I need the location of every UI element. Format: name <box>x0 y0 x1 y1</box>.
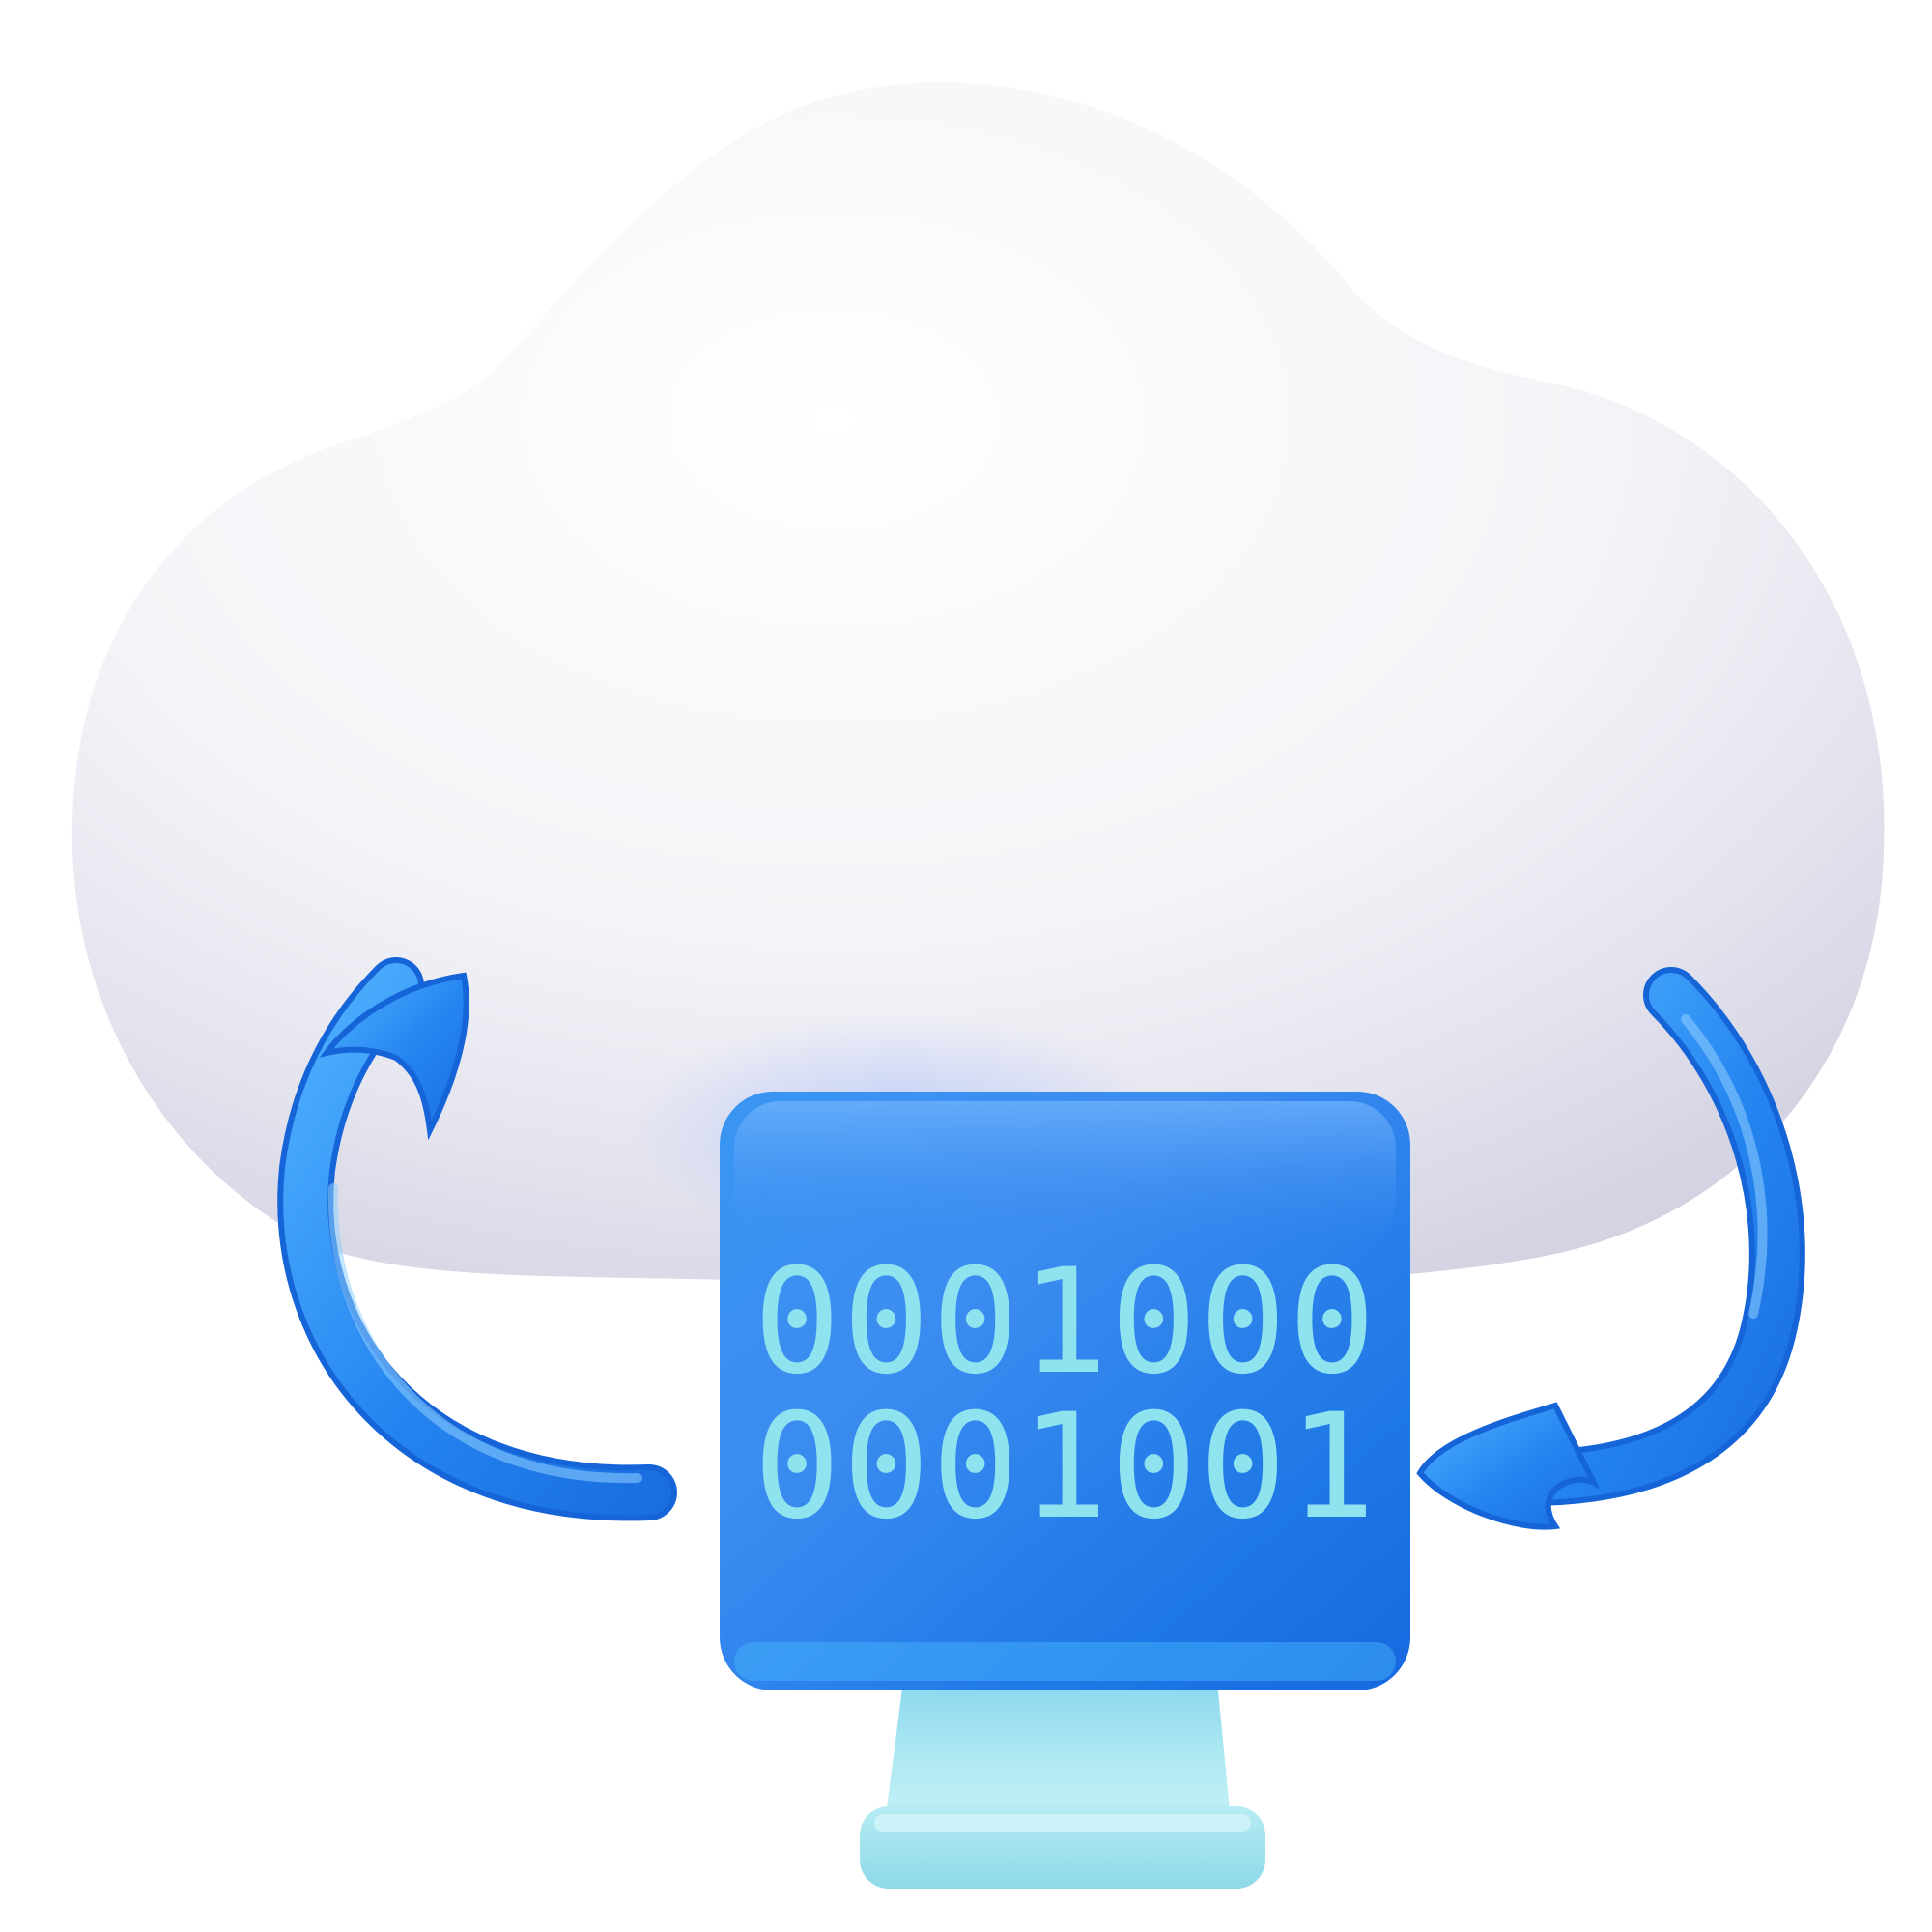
monitor-icon: 0001000 0001001 <box>720 1092 1410 1889</box>
binary-line-1: 0001000 <box>753 1238 1378 1406</box>
curved-up-arrow-icon <box>277 957 677 1521</box>
binary-line-2: 0001001 <box>753 1383 1378 1551</box>
curved-down-arrow-icon <box>1416 967 1805 1530</box>
